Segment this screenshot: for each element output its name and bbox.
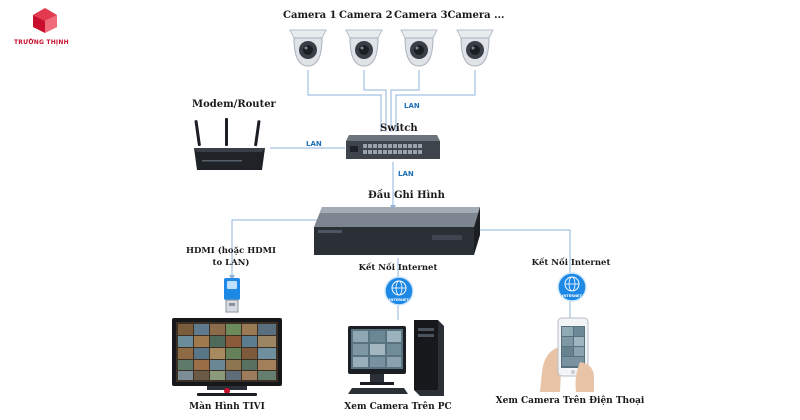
hdmi-label: HDMI (hoặc HDMI to LAN)	[176, 245, 286, 269]
video-recorder-icon	[312, 205, 482, 261]
tv-icon	[172, 318, 282, 398]
dome-camera-icon	[288, 26, 328, 70]
smartphone-icon	[540, 312, 596, 392]
dome-camera-icon	[455, 26, 495, 70]
camera-2-label: Camera 2	[339, 10, 393, 21]
lan-cameras-label: LAN	[404, 102, 420, 110]
router-label: Modem/Router	[192, 99, 276, 110]
pc-label: Xem Camera Trên PC	[344, 402, 452, 412]
router-icon	[192, 118, 267, 176]
internet-badge-text: INTERNET	[562, 294, 582, 298]
phone-label: Xem Camera Trên Điện Thoại	[495, 396, 645, 406]
hdmi-connector-icon	[220, 278, 244, 314]
desktop-pc-icon	[346, 318, 446, 400]
internet-phone-label: Kết Nối Internet	[531, 258, 611, 268]
hdmi-label-line2: to LAN)	[212, 258, 250, 268]
camera-4-label: Camera ...	[447, 10, 505, 21]
lan-router-label: LAN	[306, 140, 322, 148]
hdmi-label-line1: HDMI (hoặc HDMI	[185, 246, 277, 256]
internet-badge-text: INTERNET	[389, 298, 409, 302]
dome-camera-icon	[344, 26, 384, 70]
lan-recorder-label: LAN	[398, 170, 414, 178]
camera-3-label: Camera 3	[394, 10, 448, 21]
internet-globe-icon: INTERNET	[557, 272, 587, 302]
camera-1-label: Camera 1	[283, 10, 337, 21]
recorder-label: Đầu Ghi Hình	[368, 190, 445, 201]
dome-camera-icon	[399, 26, 439, 70]
tv-label: Màn Hình TIVI	[189, 402, 265, 412]
internet-globe-icon: INTERNET	[384, 276, 414, 306]
brand-logo	[30, 6, 60, 34]
brand-name: TRƯỜNG THỊNH	[14, 39, 69, 46]
switch-label: Switch	[380, 123, 418, 134]
network-switch-icon	[345, 133, 441, 161]
internet-pc-label: Kết Nối Internet	[358, 263, 438, 273]
